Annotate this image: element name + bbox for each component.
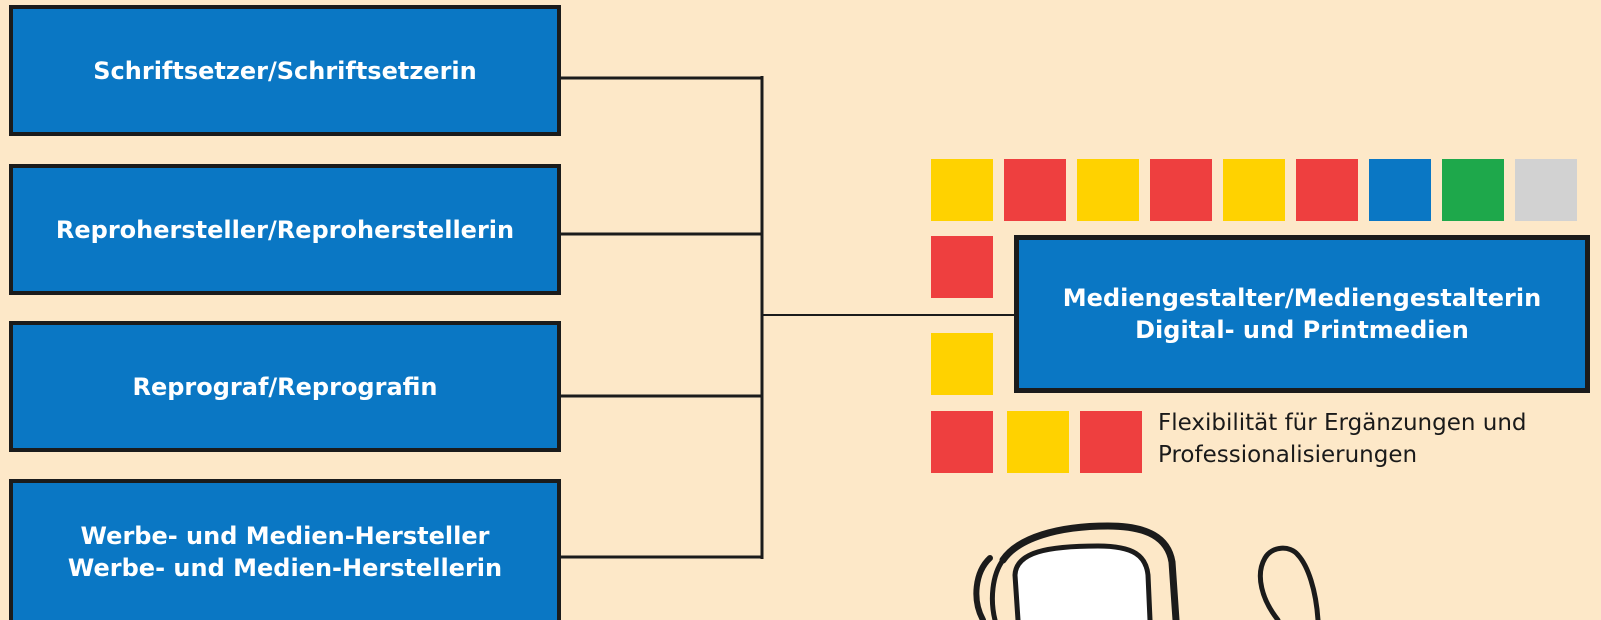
person-head-outline	[1257, 545, 1301, 620]
target-box-subtitle: Digital- und Printmedien	[1135, 316, 1469, 344]
source-box-reprohersteller: Reprohersteller/Reproherstellerin	[9, 164, 561, 295]
top-row-square	[1150, 159, 1212, 221]
monitor-screen	[1012, 543, 1153, 620]
source-box-label-line-1: Werbe- und Medien-Hersteller	[80, 521, 490, 550]
top-row-square	[1223, 159, 1285, 221]
person-head-back	[1295, 552, 1321, 620]
bottom-row-square	[1007, 411, 1069, 473]
monitor-outline	[999, 522, 1180, 620]
target-box-mediengestalter: Mediengestalter/Mediengestalterin Digita…	[1014, 235, 1590, 393]
top-row-square	[1515, 159, 1577, 221]
monitor-left-edge	[973, 555, 993, 620]
bottom-row-square	[931, 411, 993, 473]
source-box-werbe-medien-hersteller: Werbe- und Medien-Hersteller Werbe- und …	[9, 479, 561, 620]
top-row-square	[1077, 159, 1139, 221]
left-column-square	[931, 236, 993, 298]
source-box-reprograf: Reprograf/Reprografin	[9, 321, 561, 452]
source-box-label-line-2: Werbe- und Medien-Herstellerin	[67, 553, 503, 582]
top-row-square	[1004, 159, 1066, 221]
left-column-square	[931, 333, 993, 395]
source-box-label: Reprohersteller/Reproherstellerin	[55, 215, 515, 244]
source-box-label: Reprograf/Reprografin	[132, 372, 438, 401]
source-box-schriftsetzer: Schriftsetzer/Schriftsetzerin	[9, 5, 561, 136]
top-row-square	[931, 159, 993, 221]
top-row-square	[1369, 159, 1431, 221]
caption-line-1: Flexibilität für Ergänzungen und	[1158, 410, 1527, 436]
flexibility-caption: Flexibilität für Ergänzungen und Profess…	[1158, 407, 1527, 471]
top-row-square	[1296, 159, 1358, 221]
monitor-side-line	[989, 557, 1006, 620]
target-box-title: Mediengestalter/Mediengestalterin	[1062, 284, 1542, 312]
bottom-row-square	[1080, 411, 1142, 473]
source-box-label: Schriftsetzer/Schriftsetzerin	[93, 56, 477, 85]
top-row-square	[1442, 159, 1504, 221]
caption-line-2: Professionalisierungen	[1158, 442, 1418, 468]
